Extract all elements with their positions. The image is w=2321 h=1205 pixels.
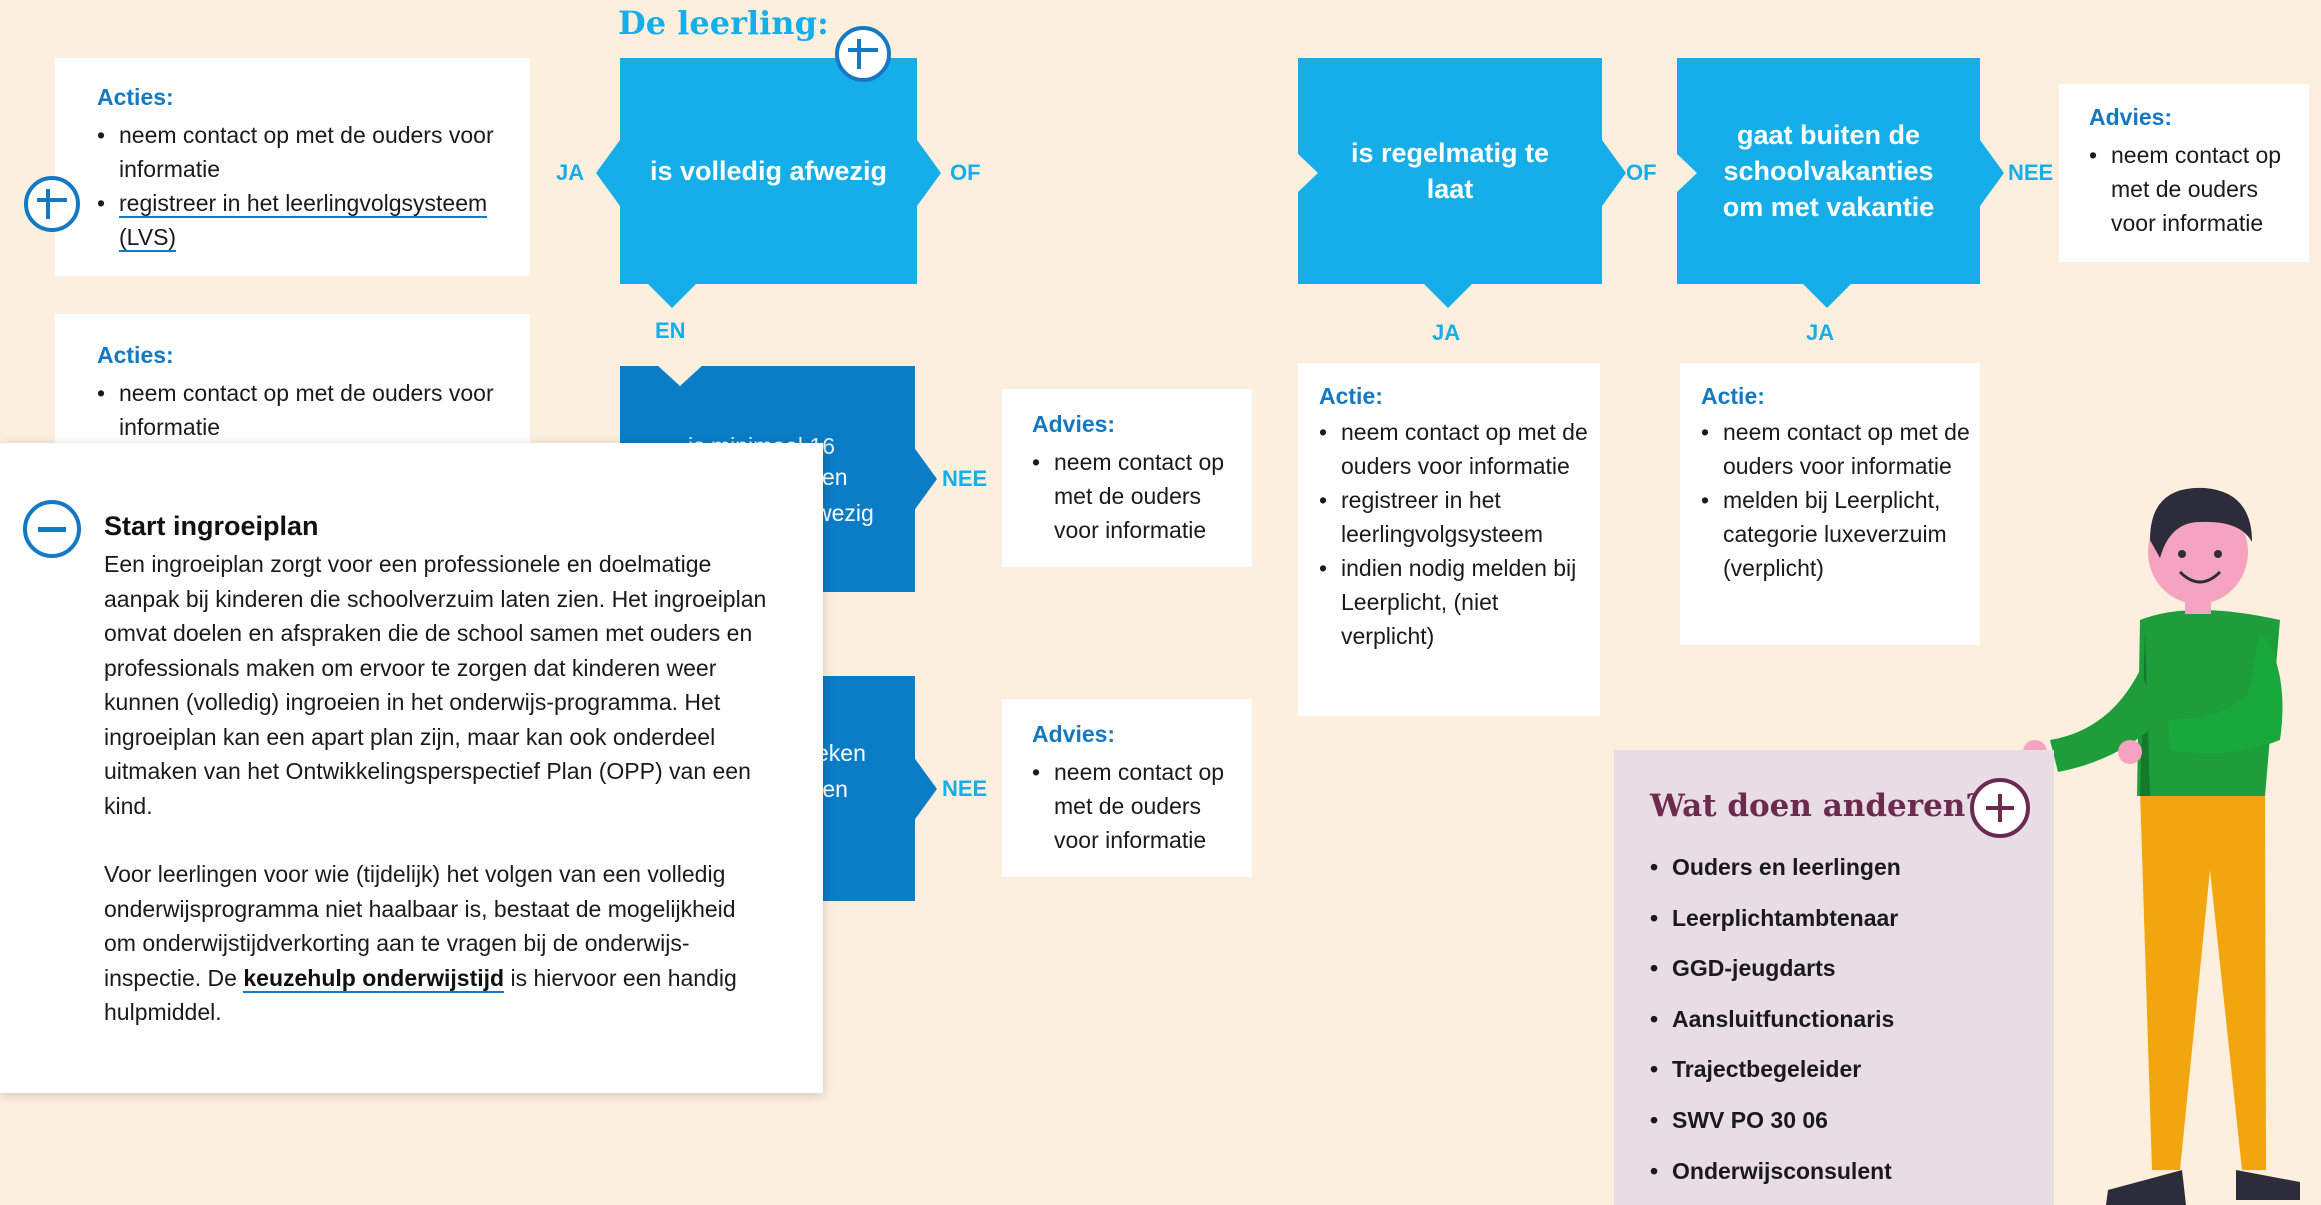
box-partial-line: wezig xyxy=(815,500,874,526)
list-item: registreer in het leerlingvolgsysteem xyxy=(1319,483,1589,551)
box-notch xyxy=(656,364,704,386)
connector-en: EN xyxy=(655,318,686,343)
anderen-item-label[interactable]: GGD-jeugdarts xyxy=(1672,955,1836,982)
connector-nee: NEE xyxy=(942,466,988,491)
collapse-minus-icon[interactable] xyxy=(23,500,81,558)
diagram-heading: De leerling: xyxy=(618,4,829,42)
connector-of: OF xyxy=(950,160,981,185)
lvs-link-item[interactable]: registreer in het leerlingvolgsysteem (L… xyxy=(97,186,517,254)
list-item: neem contact op met de ouders voor infor… xyxy=(1319,415,1589,483)
actie-list: neem contact op met de ouders voor infor… xyxy=(1701,415,1971,585)
acties-card-top: Acties: neem contact op met de ouders vo… xyxy=(55,58,530,276)
advies-list: neem contact op met de ouders voor infor… xyxy=(2089,138,2299,240)
box-arrow-right xyxy=(913,756,937,822)
anderen-item[interactable]: •Trajectbegeleider xyxy=(1650,1056,1862,1083)
anderen-item-label[interactable]: Trajectbegeleider xyxy=(1672,1056,1862,1083)
list-item: indien nodig melden bij Leerplicht, (nie… xyxy=(1319,551,1589,653)
anderen-list: •Ouders en leerlingen •Leerplichtambtena… xyxy=(1650,842,1901,1196)
connector-of: OF xyxy=(1626,160,1657,185)
expand-plus-icon[interactable] xyxy=(835,26,891,82)
connector-ja: JA xyxy=(556,160,585,185)
anderen-title: Wat doen anderen? xyxy=(1650,788,1984,824)
panel-text-span: is hiervoor een handig hulpmiddel. xyxy=(104,964,737,1026)
box-arrows xyxy=(1677,140,2004,308)
list-item: neem contact op met de ouders voor infor… xyxy=(97,118,517,186)
advies-card-2: Advies: neem contact op met de ouders vo… xyxy=(1002,699,1252,877)
anderen-item[interactable]: •Aansluitfunctionaris xyxy=(1650,1005,1895,1032)
acties-title: Acties: xyxy=(97,342,174,368)
anderen-panel: Wat doen anderen? •Ouders en leerlingen … xyxy=(1614,750,2054,1205)
panel-title: Start ingroeiplan xyxy=(104,511,319,541)
list-item: neem contact op met de ouders voor infor… xyxy=(1032,445,1242,547)
advies-card-1: Advies: neem contact op met de ouders vo… xyxy=(1002,389,1252,567)
box-arrows xyxy=(596,140,941,308)
anderen-item[interactable]: •SWV PO 30 06 xyxy=(1650,1106,1828,1133)
box-volledig-afwezig: is volledig afwezig xyxy=(620,58,917,284)
lvs-link[interactable]: registreer in het leerlingvolgsysteem (L… xyxy=(119,190,488,252)
actie-card-te-laat: Actie: neem contact op met de ouders voo… xyxy=(1298,363,1600,716)
advies-title: Advies: xyxy=(1032,721,1116,747)
connector-nee: NEE xyxy=(942,776,988,801)
advies-list: neem contact op met de ouders voor infor… xyxy=(1032,445,1242,547)
list-item: neem contact op met de ouders voor infor… xyxy=(2089,138,2299,240)
anderen-item[interactable]: •Leerplichtambtenaar xyxy=(1650,904,1899,931)
anderen-item-label[interactable]: SWV PO 30 06 xyxy=(1672,1106,1828,1133)
anderen-item[interactable]: •Onderwijsconsulent xyxy=(1650,1157,1892,1184)
connector-ja: JA xyxy=(1806,320,1835,345)
box-regelmatig-te-laat: is regelmatig te laat xyxy=(1298,58,1602,284)
advies-title: Advies: xyxy=(1032,411,1116,437)
expand-plus-icon[interactable] xyxy=(24,176,80,232)
acties-list: neem contact op met de ouders voor infor… xyxy=(97,376,517,444)
actie-card-vakantie: Actie: neem contact op met de ouders voo… xyxy=(1680,363,1980,645)
panel-text-span: Voor leerlingen voor wie (tijdelijk) het… xyxy=(104,861,736,991)
box-label: is regelmatig te laat xyxy=(1350,138,1550,204)
anderen-item[interactable]: •GGD-jeugdarts xyxy=(1650,955,1836,982)
box-partial-line: eken xyxy=(816,740,866,766)
anderen-item-label[interactable]: Leerplichtambtenaar xyxy=(1672,904,1899,931)
ingroeiplan-panel: Start ingroeiplan Een ingroeiplan zorgt … xyxy=(0,443,823,1093)
panel-body: Een ingroeiplan zorgt voor een professio… xyxy=(104,547,772,1064)
anderen-item-label[interactable]: Aansluitfunctionaris xyxy=(1672,1005,1895,1032)
person-illustration xyxy=(2023,487,2300,1205)
connector-nee: NEE xyxy=(2008,160,2054,185)
advies-list: neem contact op met de ouders voor infor… xyxy=(1032,755,1242,857)
anderen-plus-icon[interactable] xyxy=(1970,778,2030,838)
anderen-item-label[interactable]: Onderwijsconsulent xyxy=(1672,1157,1892,1184)
panel-paragraph: Een ingroeiplan zorgt voor een professio… xyxy=(104,551,767,819)
box-label: gaat buiten de schoolvakanties om met va… xyxy=(1722,120,1935,222)
box-label: is volledig afwezig xyxy=(649,156,888,186)
box-arrows xyxy=(1298,140,1626,308)
acties-title: Acties: xyxy=(97,84,174,110)
keuzehulp-link[interactable]: keuzehulp onderwijstijd xyxy=(243,964,505,993)
connector-ja: JA xyxy=(1432,320,1461,345)
advies-title: Advies: xyxy=(2089,104,2173,130)
box-arrow-right xyxy=(913,446,937,512)
box-vakantie: gaat buiten de schoolvakanties om met va… xyxy=(1677,58,1980,284)
actie-list: neem contact op met de ouders voor infor… xyxy=(1319,415,1589,653)
list-item: neem contact op met de ouders voor infor… xyxy=(1032,755,1242,857)
box-partial-line: en xyxy=(822,464,848,490)
actie-title: Actie: xyxy=(1319,383,1383,409)
list-item: neem contact op met de ouders voor infor… xyxy=(1701,415,1971,483)
actie-title: Actie: xyxy=(1701,383,1765,409)
list-item: neem contact op met de ouders voor infor… xyxy=(97,376,517,444)
advies-card-right: Advies: neem contact op met de ouders vo… xyxy=(2059,84,2309,262)
panel-paragraph: Voor leerlingen voor wie (tijdelijk) het… xyxy=(104,857,772,1030)
anderen-item-label[interactable]: Ouders en leerlingen xyxy=(1672,854,1901,880)
list-item: melden bij Leerplicht, categorie luxever… xyxy=(1701,483,1971,585)
acties-list: neem contact op met de ouders voor infor… xyxy=(97,118,517,254)
anderen-item[interactable]: •Ouders en leerlingen xyxy=(1650,854,1901,880)
